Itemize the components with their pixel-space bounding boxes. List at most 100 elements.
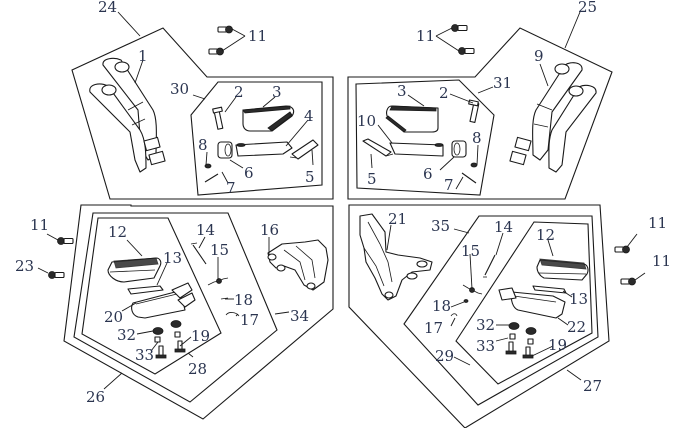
part-3-footpeg-rubber[interactable]: [242, 105, 295, 132]
callout-28: 28: [188, 360, 207, 378]
part-14-pivot-pin[interactable]: [190, 242, 207, 265]
part-bolt-33[interactable]: [505, 341, 517, 355]
callout-17: 17: [424, 319, 443, 337]
part-33-collar-b[interactable]: [527, 338, 534, 345]
callout-11: 11: [416, 27, 435, 45]
callout-24: 24: [98, 0, 117, 16]
part-14-pivot-pin[interactable]: [483, 254, 496, 278]
callout-11: 11: [248, 27, 267, 45]
part-1-rear-bracket[interactable]: [89, 57, 166, 173]
callout-5: 5: [305, 168, 315, 186]
part-4-footpeg-arm[interactable]: [235, 141, 293, 157]
callout-7: 7: [226, 179, 236, 197]
callout-27: 27: [583, 377, 602, 395]
callout-33: 33: [135, 346, 154, 364]
group-frame-35: [403, 215, 599, 406]
part-16-front-bracket[interactable]: [267, 239, 329, 291]
part-18-washer[interactable]: [220, 297, 229, 300]
part-18-washer[interactable]: [463, 299, 469, 303]
part-2-pin[interactable]: [212, 106, 224, 130]
group-27-bottom-right: 21 35 14 12 11 11 15 18 13 17 32 22 33 1…: [348, 204, 671, 428]
part-5-spring-clip[interactable]: [289, 139, 319, 160]
callout-32: 32: [476, 316, 495, 334]
callout-2: 2: [439, 84, 449, 102]
part-13-plate[interactable]: [127, 285, 164, 295]
callout-33: 33: [476, 337, 495, 355]
part-7-cotter-pin[interactable]: [204, 173, 219, 183]
part-17-cotter-pin[interactable]: [450, 313, 458, 317]
callout-2: 2: [234, 83, 244, 101]
callout-18: 18: [432, 297, 451, 315]
part-33-collar-b[interactable]: [174, 331, 181, 338]
part-19-bolt[interactable]: [522, 346, 534, 359]
callout-8: 8: [198, 136, 208, 154]
group-25-top-right: 25 11 9 31 3 2 10 8 5 6 7: [347, 0, 613, 200]
group-frame-29: [455, 221, 593, 385]
part-11-bolt[interactable]: [57, 237, 74, 245]
part-2-pin[interactable]: [468, 99, 480, 123]
callout-16: 16: [260, 221, 279, 239]
callout-4: 4: [304, 107, 314, 125]
callout-26: 26: [86, 388, 105, 406]
callout-3: 3: [272, 83, 282, 101]
part-3-footpeg-rubber[interactable]: [385, 105, 439, 133]
part-12-footpeg-rubber[interactable]: [536, 258, 589, 281]
callout-15: 15: [210, 241, 229, 259]
part-23-bolt[interactable]: [48, 271, 65, 279]
group-26-bottom-left: 11 23 12 14 16 15 13 20 18 17 34 32 19 3…: [15, 204, 334, 420]
group-frame-31: [355, 79, 495, 196]
callout-1: 1: [138, 47, 148, 65]
part-17-cotter-pin[interactable]: [225, 312, 240, 317]
callout-20: 20: [104, 308, 123, 326]
callout-19: 19: [548, 336, 567, 354]
part-10-footpeg-arm[interactable]: [389, 142, 444, 157]
callout-11b: 11: [652, 252, 671, 270]
callout-18: 18: [234, 291, 253, 309]
callout-12: 12: [536, 226, 555, 244]
part-7-cotter-pin[interactable]: [461, 172, 477, 184]
group-24-top-left: 24 11 1 30 2 3 4 8 6 5 7: [71, 0, 334, 200]
callout-17: 17: [240, 311, 259, 329]
part-6-pivot-bracket[interactable]: [451, 140, 467, 158]
callout-10: 10: [357, 112, 376, 130]
part-6-pivot-bracket[interactable]: [217, 141, 233, 159]
part-bolt-33[interactable]: [155, 345, 167, 359]
group-frame-26: [63, 204, 334, 420]
part-20-footpeg[interactable]: [131, 282, 196, 319]
part-15-return-spring[interactable]: [462, 284, 483, 295]
part-11-bolt-a[interactable]: [614, 245, 630, 254]
leaders-bottom-right: [386, 224, 646, 381]
callout-3: 3: [397, 82, 407, 100]
group-frame-27: [348, 204, 610, 428]
callout-21: 21: [388, 210, 407, 228]
callout-25: 25: [578, 0, 597, 16]
part-11-bolts[interactable]: [208, 25, 233, 56]
part-5-spring-clip[interactable]: [362, 138, 394, 157]
part-11-bolts[interactable]: [451, 24, 475, 55]
part-33-collar[interactable]: [154, 336, 161, 343]
part-32-nut[interactable]: [508, 322, 520, 330]
part-22-footpeg[interactable]: [498, 287, 566, 319]
part-11-bolt-b[interactable]: [620, 277, 636, 286]
callout-29: 29: [435, 347, 454, 365]
part-12-footpeg-rubber[interactable]: [107, 257, 162, 283]
part-13-plate[interactable]: [532, 285, 567, 294]
callout-8: 8: [472, 129, 482, 147]
callout-35: 35: [431, 217, 450, 235]
part-8-washer[interactable]: [204, 163, 212, 169]
part-32-nut-b[interactable]: [525, 327, 537, 335]
part-32-nut-b[interactable]: [170, 320, 182, 328]
part-33-collar[interactable]: [509, 333, 516, 340]
callout-32: 32: [117, 326, 136, 344]
callout-11: 11: [30, 216, 49, 234]
part-21-front-bracket[interactable]: [359, 213, 433, 301]
callout-6: 6: [423, 165, 433, 183]
group-frame-30: [190, 81, 323, 196]
part-9-rear-bracket[interactable]: [509, 62, 597, 173]
part-32-nut[interactable]: [152, 327, 164, 335]
callout-14: 14: [494, 218, 513, 236]
part-8-washer[interactable]: [470, 162, 478, 168]
callout-34: 34: [290, 307, 309, 325]
callout-7: 7: [444, 176, 454, 194]
